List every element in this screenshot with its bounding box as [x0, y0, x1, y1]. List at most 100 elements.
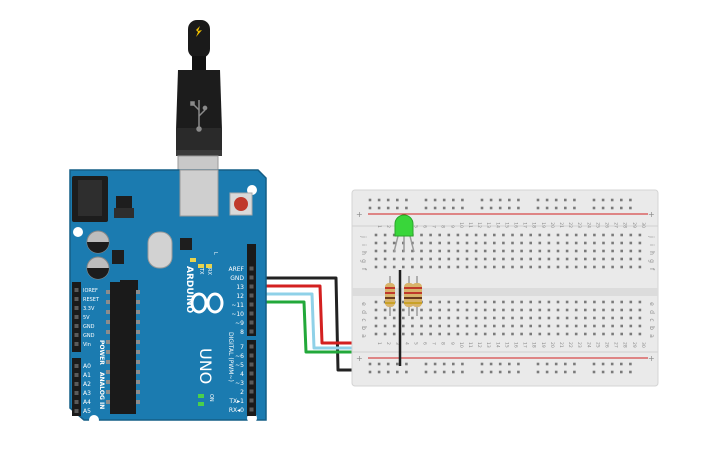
breadboard-hole[interactable] [565, 324, 569, 328]
breadboard-hole[interactable] [556, 241, 560, 245]
breadboard-hole[interactable] [502, 324, 505, 328]
breadboard-hole[interactable] [602, 249, 605, 253]
breadboard-hole[interactable] [396, 362, 399, 366]
breadboard-hole[interactable] [520, 324, 523, 328]
breadboard-hole[interactable] [638, 300, 642, 304]
breadboard-hole[interactable] [461, 206, 464, 210]
breadboard-hole[interactable] [502, 257, 505, 261]
breadboard-hole[interactable] [452, 362, 455, 366]
breadboard-hole[interactable] [574, 300, 578, 304]
breadboard-hole[interactable] [493, 316, 496, 320]
breadboard-hole[interactable] [420, 324, 423, 328]
breadboard-hole[interactable] [564, 206, 567, 210]
breadboard-hole[interactable] [489, 198, 493, 202]
breadboard-hole[interactable] [592, 206, 596, 210]
breadboard-hole[interactable] [584, 300, 587, 304]
breadboard-hole[interactable] [456, 308, 460, 312]
breadboard-hole[interactable] [402, 308, 405, 312]
breadboard-hole[interactable] [629, 265, 633, 269]
breadboard-hole[interactable] [392, 257, 396, 261]
breadboard-hole[interactable] [374, 249, 378, 253]
breadboard-hole[interactable] [611, 257, 614, 261]
breadboard-hole[interactable] [420, 308, 423, 312]
breadboard-hole[interactable] [620, 300, 623, 304]
breadboard-hole[interactable] [574, 324, 578, 328]
breadboard-hole[interactable] [392, 265, 396, 269]
breadboard-hole[interactable] [429, 233, 432, 237]
breadboard-hole[interactable] [538, 332, 542, 336]
breadboard-hole[interactable] [374, 324, 378, 328]
breadboard-hole[interactable] [529, 316, 532, 320]
breadboard-hole[interactable] [547, 316, 551, 320]
breadboard-hole[interactable] [611, 308, 614, 312]
breadboard-hole[interactable] [438, 233, 441, 237]
breadboard-hole[interactable] [447, 241, 451, 245]
breadboard-hole[interactable] [411, 308, 414, 312]
breadboard-hole[interactable] [554, 206, 558, 210]
breadboard-hole[interactable] [383, 241, 387, 245]
breadboard-hole[interactable] [483, 233, 487, 237]
breadboard-hole[interactable] [556, 316, 560, 320]
analog-socket[interactable] [74, 373, 79, 377]
breadboard-hole[interactable] [424, 206, 428, 210]
breadboard-hole[interactable] [529, 332, 532, 336]
breadboard-hole[interactable] [493, 332, 496, 336]
breadboard-hole[interactable] [502, 233, 505, 237]
breadboard-hole[interactable] [405, 362, 408, 366]
breadboard-hole[interactable] [620, 249, 623, 253]
breadboard-hole[interactable] [465, 241, 469, 245]
power-socket[interactable] [74, 297, 79, 301]
arduino-uno-board[interactable] [69, 169, 267, 425]
breadboard-hole[interactable] [474, 233, 478, 237]
breadboard-hole[interactable] [620, 370, 623, 374]
breadboard-hole[interactable] [433, 206, 437, 210]
breadboard-hole[interactable] [402, 300, 405, 304]
breadboard-hole[interactable] [611, 324, 614, 328]
breadboard-hole[interactable] [629, 316, 633, 320]
breadboard-hole[interactable] [545, 370, 549, 374]
breadboard-hole[interactable] [620, 308, 623, 312]
breadboard-hole[interactable] [429, 300, 432, 304]
breadboard-hole[interactable] [574, 233, 578, 237]
breadboard-hole[interactable] [574, 241, 578, 245]
breadboard-hole[interactable] [629, 324, 633, 328]
breadboard-hole[interactable] [593, 241, 596, 245]
breadboard-hole[interactable] [538, 300, 542, 304]
wire-gnd-black[interactable] [256, 276, 360, 372]
breadboard-hole[interactable] [447, 332, 451, 336]
breadboard-hole[interactable] [429, 324, 432, 328]
breadboard-hole[interactable] [573, 198, 576, 202]
breadboard-hole[interactable] [483, 241, 487, 245]
breadboard-hole[interactable] [556, 257, 560, 261]
breadboard-hole[interactable] [520, 332, 523, 336]
breadboard-hole[interactable] [602, 300, 605, 304]
breadboard-hole[interactable] [411, 257, 414, 261]
breadboard-hole[interactable] [593, 300, 596, 304]
breadboard-hole[interactable] [584, 324, 587, 328]
breadboard-hole[interactable] [601, 370, 605, 374]
breadboard-hole[interactable] [447, 316, 451, 320]
breadboard-hole[interactable] [456, 257, 460, 261]
breadboard-hole[interactable] [610, 198, 614, 202]
breadboard-hole[interactable] [383, 332, 387, 336]
breadboard-hole[interactable] [474, 265, 478, 269]
breadboard-hole[interactable] [474, 324, 478, 328]
breadboard-hole[interactable] [629, 198, 632, 202]
breadboard-hole[interactable] [465, 249, 469, 253]
breadboard-hole[interactable] [547, 265, 551, 269]
breadboard-hole[interactable] [538, 316, 542, 320]
header-socket[interactable] [249, 293, 254, 298]
breadboard-hole[interactable] [584, 265, 587, 269]
breadboard-hole[interactable] [489, 370, 493, 374]
breadboard-hole[interactable] [593, 257, 596, 261]
breadboard-hole[interactable] [592, 370, 596, 374]
breadboard-hole[interactable] [545, 198, 549, 202]
breadboard-hole[interactable] [493, 324, 496, 328]
breadboard-hole[interactable] [547, 308, 551, 312]
breadboard-hole[interactable] [374, 233, 378, 237]
breadboard-hole[interactable] [529, 265, 532, 269]
power-socket[interactable] [74, 306, 79, 310]
breadboard-hole[interactable] [629, 257, 633, 261]
breadboard-hole[interactable] [629, 370, 632, 374]
breadboard-hole[interactable] [438, 324, 441, 328]
